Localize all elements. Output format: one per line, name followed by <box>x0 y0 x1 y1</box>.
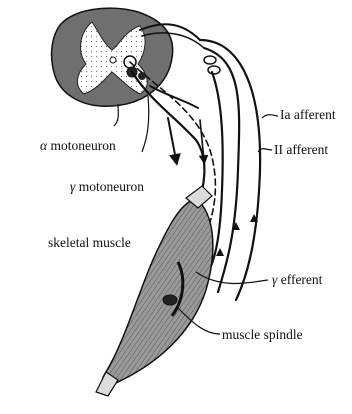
alpha-motoneuron-label: α motoneuron <box>40 139 116 153</box>
muscle-spindle-text: muscle spindle <box>222 327 303 342</box>
gamma-efferent-symbol: γ <box>272 272 277 287</box>
gamma-efferent-label: γ efferent <box>272 273 322 287</box>
spinal-cord <box>52 8 173 106</box>
skeletal-muscle-text: skeletal muscle <box>48 235 131 250</box>
skeletal-muscle <box>96 186 213 396</box>
gamma-motoneuron-label: γ motoneuron <box>70 180 144 194</box>
ii-afferent-text: II afferent <box>274 142 328 157</box>
gamma-efferent-text: efferent <box>281 272 323 287</box>
gamma-motoneuron-text: motoneuron <box>79 179 144 194</box>
ia-afferent-text: Ia afferent <box>280 107 336 122</box>
muscle-spindle-label: muscle spindle <box>222 328 303 342</box>
ii-afferent-label: II afferent <box>274 143 328 157</box>
gamma-symbol: γ <box>70 179 75 194</box>
alpha-motoneuron-text: motoneuron <box>50 138 115 153</box>
skeletal-muscle-label: skeletal muscle <box>48 236 131 250</box>
alpha-symbol: α <box>40 138 47 153</box>
ia-afferent-label: Ia afferent <box>280 108 336 122</box>
